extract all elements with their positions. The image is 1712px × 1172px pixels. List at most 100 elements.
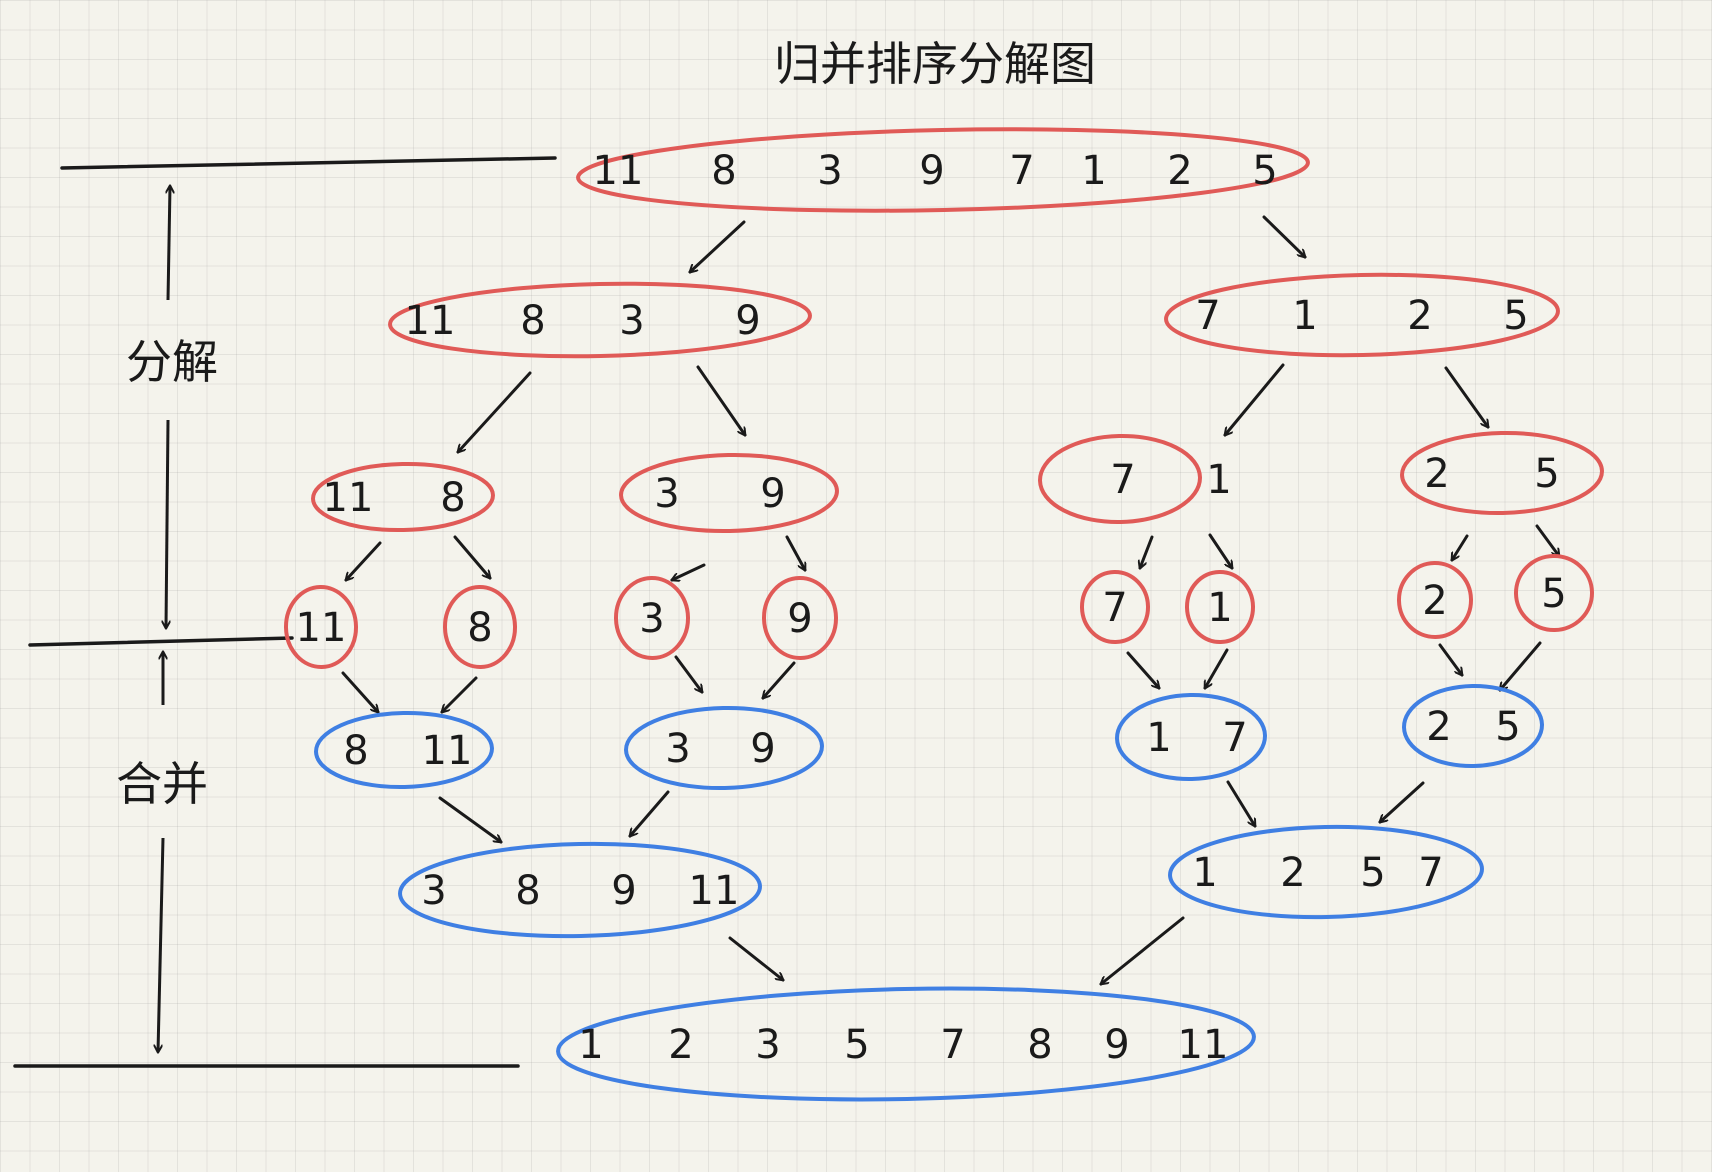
phase-indicator: 分解 合并 [13,156,557,1068]
flow-arrow [728,936,783,982]
array-value: 7 [940,1022,965,1068]
array-value: 8 [711,148,736,194]
split-group-outline [1400,430,1604,516]
flow-arrow [690,220,746,274]
array-value: 9 [919,148,944,194]
split-group-outline [1164,272,1560,358]
split-group: 9 [761,576,839,660]
array-value: 11 [1178,1022,1229,1068]
flow-arrow [344,541,382,580]
array-value: 9 [735,298,760,344]
array-value: 5 [1360,850,1385,896]
merge-group-outline [1168,824,1484,920]
array-value: 5 [1252,148,1277,194]
merge-group-outline [1402,683,1544,769]
split-group: 2 [1396,561,1474,639]
array-value: 3 [639,596,664,642]
array-value: 9 [1104,1022,1129,1068]
split-group: 3 [613,576,691,660]
array-value: 8 [520,298,545,344]
array-value: 1 [1192,850,1217,896]
array-value: 1 [1146,715,1171,761]
merge-group-outline [398,841,762,939]
array-value: 3 [665,726,690,772]
merge-group-outline [1115,692,1267,782]
split-up-arrow [168,186,170,301]
array-value: 11 [689,868,740,914]
array-value: 5 [1541,571,1566,617]
split-group-outline [311,461,495,533]
split-group: 7 [1079,570,1151,644]
split-group: 8 [442,585,518,669]
array-value: 8 [343,728,368,774]
array-value: 11 [593,148,644,194]
flow-arrow [1498,641,1542,690]
array-value: 11 [323,475,374,521]
array-value: 5 [1503,293,1528,339]
array-value: 8 [467,605,492,651]
split-group: 11 8 [311,461,495,533]
split-group-outline [1184,570,1256,644]
array-value: 9 [787,596,812,642]
array-value: 11 [405,298,456,344]
array-value: 9 [750,726,775,772]
split-group-outline [442,585,518,669]
flow-arrow [628,790,670,836]
flow-arrow [1535,524,1561,556]
array-value: 3 [755,1022,780,1068]
flow-arrow [696,365,747,435]
split-group: 11 [283,585,359,669]
flow-arrow [1450,534,1469,560]
flow-arrow [1444,366,1490,427]
array-value: 1 [1081,148,1106,194]
array-value: 7 [1110,457,1135,503]
array-value: 3 [817,148,842,194]
array-value: 2 [1280,850,1305,896]
flow-arrow [1380,781,1425,824]
middle-boundary-line [28,636,294,647]
array-value: 1 [578,1022,603,1068]
flow-arrow [438,796,501,844]
array-value: 5 [844,1022,869,1068]
flow-arrow [785,535,807,570]
top-boundary-line [60,156,557,170]
split-group-outline [619,452,839,534]
flow-arrow [453,535,492,578]
diagram-title: 归并排序分解图 [774,37,1096,91]
array-value: 1 [1292,293,1317,339]
array-value: 8 [1027,1022,1052,1068]
flow-arrow [1262,215,1305,259]
flow-arrow [674,655,704,692]
array-value: 9 [611,868,636,914]
split-group-outline [1079,570,1151,644]
array-value: 2 [1422,578,1447,624]
array-value: 2 [1424,451,1449,497]
flow-arrow [1226,780,1257,826]
flow-arrow [1208,533,1234,568]
flow-arrow [672,563,706,580]
split-down-arrow [166,419,168,628]
array-value: 2 [1407,293,1432,339]
flow-arrow [442,676,478,712]
array-value: 5 [1534,451,1559,497]
array-value: 7 [1418,850,1443,896]
flow-arrow [341,671,380,712]
split-group-outline [613,576,691,660]
split-group: 5 [1514,553,1594,633]
split-group: 11 8 3 9 [388,281,812,359]
split-group-outline [388,281,812,359]
array-value: 7 [1009,148,1034,194]
array-value: 8 [440,475,465,521]
array-value: 3 [619,298,644,344]
